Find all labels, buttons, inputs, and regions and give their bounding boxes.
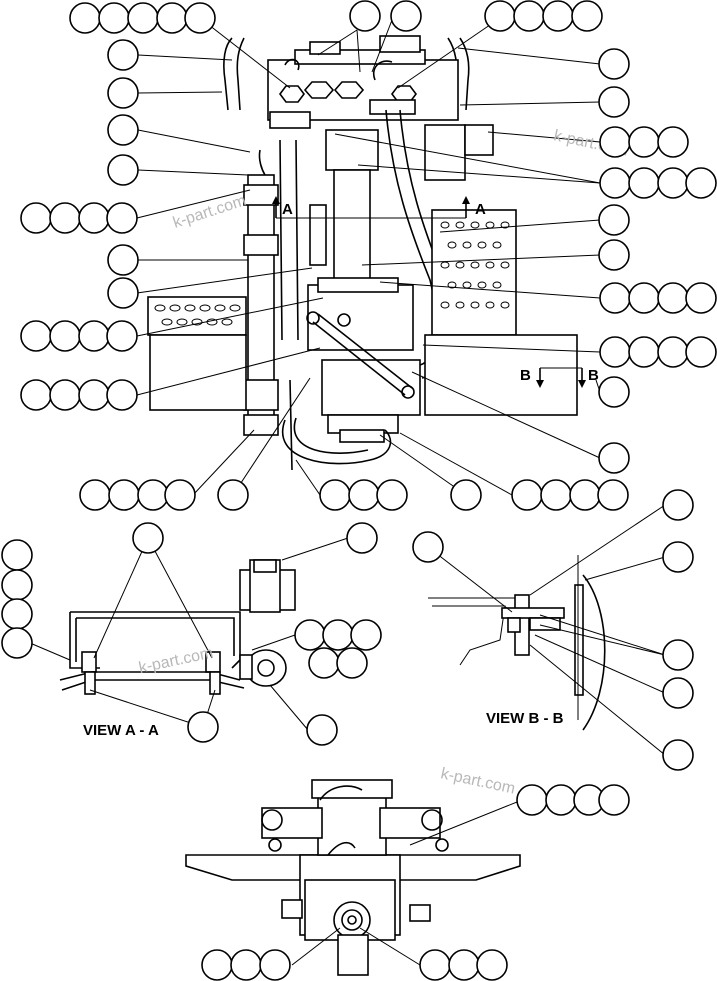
- callout-right-9: [598, 376, 630, 408]
- view-b-b-label: VIEW B - B: [486, 710, 564, 727]
- callout-view-b-5: [662, 739, 694, 771]
- callout-right-10: [598, 442, 630, 474]
- section-marker-a-right: A: [475, 201, 486, 218]
- callout-right-6: [598, 239, 630, 271]
- callout-left-7: [107, 277, 139, 309]
- callout-view-a-bottom: [187, 711, 219, 743]
- callout-group-left-row-9: [20, 379, 138, 411]
- callout-bottom-single-2: [450, 479, 482, 511]
- callout-view-b-left: [412, 531, 444, 563]
- view-a-a-label: VIEW A - A: [83, 722, 159, 739]
- watermark-1: k-part.com: [171, 192, 248, 232]
- callout-group-view-a-cluster: [294, 619, 382, 679]
- callout-group-bottom-row-1: [79, 479, 196, 511]
- callout-group-top-right-row: [484, 0, 603, 32]
- callout-view-a-top-right: [346, 522, 378, 554]
- callout-group-bottom-row-2: [319, 479, 408, 511]
- leader-lines: [29, 17, 666, 966]
- callout-view-a-bottom-right: [306, 714, 338, 746]
- callout-group-bottom-view-top-right: [516, 784, 630, 816]
- callout-left-6: [107, 244, 139, 276]
- callout-group-right-row-3: [599, 126, 689, 158]
- callout-left-4: [107, 154, 139, 186]
- callout-right-2: [598, 86, 630, 118]
- callout-top-center-b: [390, 0, 422, 32]
- callout-group-view-a-left: [1, 539, 33, 659]
- callout-group-bottom-view-left: [201, 949, 291, 981]
- callout-group-bottom-view-right: [419, 949, 508, 981]
- callout-left-3: [107, 114, 139, 146]
- callout-view-a-top: [132, 522, 164, 554]
- callout-view-b-4: [662, 677, 694, 709]
- callout-group-left-row-5: [20, 202, 138, 234]
- callout-group-right-row-8: [599, 336, 717, 368]
- callout-view-b-3: [662, 639, 694, 671]
- callout-group-right-row-4: [599, 167, 717, 199]
- callout-group-right-row-7: [599, 282, 717, 314]
- bottom-view-drawing: [185, 779, 521, 976]
- section-marker-b-right: B: [588, 367, 599, 384]
- callout-left-2: [107, 77, 139, 109]
- watermarks: k-part.com k-part.com k-part.com k-part.…: [137, 127, 629, 797]
- main-assembly-drawing: [147, 35, 578, 471]
- callout-view-b-2: [662, 541, 694, 573]
- section-markers: A A B B: [272, 196, 599, 388]
- watermark-4: k-part.com: [439, 765, 516, 797]
- view-a-a-drawing: VIEW A - A: [59, 559, 296, 739]
- view-b-b-drawing: VIEW B - B: [428, 555, 606, 731]
- section-marker-b-left: B: [520, 367, 531, 384]
- callout-right-5: [598, 204, 630, 236]
- callout-top-center-a: [349, 0, 381, 32]
- callout-bottom-single-1: [217, 479, 249, 511]
- callout-group-top-left-row: [69, 2, 216, 34]
- callout-group-left-row-8: [20, 320, 138, 352]
- callout-left-1: [107, 39, 139, 71]
- section-marker-a-left: A: [282, 201, 293, 218]
- callout-right-1: [598, 48, 630, 80]
- callout-group-bottom-row-3: [511, 479, 629, 511]
- callout-view-b-1: [662, 489, 694, 521]
